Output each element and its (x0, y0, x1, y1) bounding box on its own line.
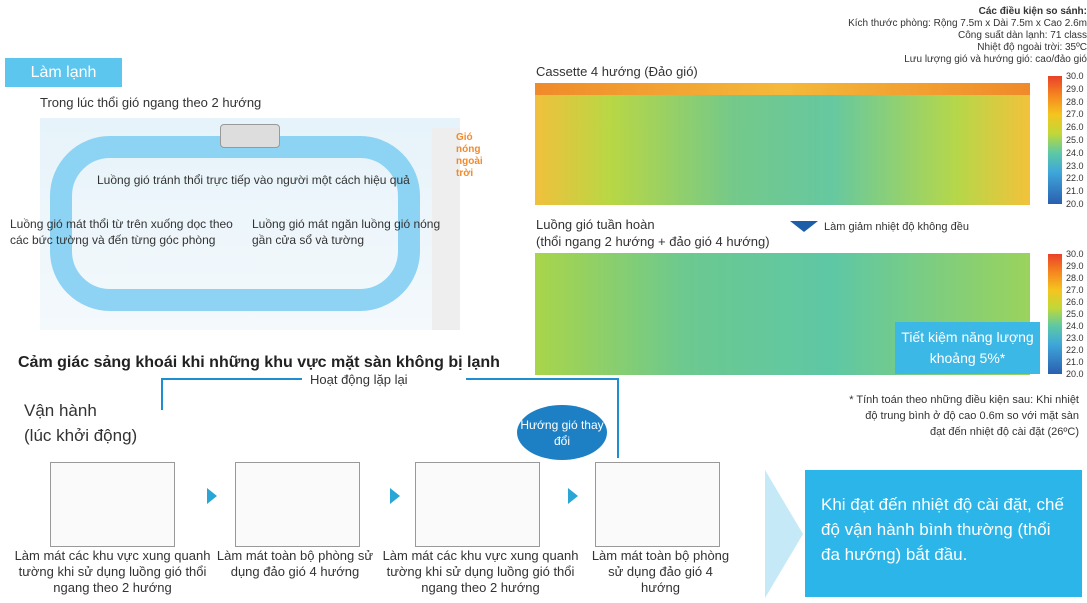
scale-label: 27.0 (1066, 109, 1084, 120)
scale-label: 22.0 (1066, 173, 1084, 184)
final-message: Khi đạt đến nhiệt độ cài đặt, chế độ vận… (805, 470, 1082, 597)
scale-label: 23.0 (1066, 333, 1084, 343)
operation-line2: (lúc khởi động) (24, 426, 138, 445)
conditions: Các điều kiện so sánh: Kích thước phòng:… (840, 0, 1087, 66)
repeat-arrow-line (617, 378, 619, 458)
color-scale-1: 30.0 29.0 28.0 27.0 26.0 25.0 24.0 23.0 22.0 21.0… (1048, 71, 1084, 209)
operation-label: Vận hành (lúc khởi động) (24, 398, 137, 448)
hot-air-label: Gió nóng ngoài trời (456, 132, 483, 179)
arrow-line (161, 378, 163, 410)
scale-label: 30.0 (1066, 249, 1084, 259)
scale-label: 28.0 (1066, 273, 1084, 283)
scale-label: 21.0 (1066, 357, 1084, 367)
color-scale-2: 30.0 29.0 28.0 27.0 26.0 25.0 24.0 23.0 22.0 21.0… (1048, 249, 1084, 379)
wind-change-bubble: Hướng gió thay đổi (517, 405, 607, 460)
conditions-title: Các điều kiện so sánh: (978, 6, 1087, 17)
heatmap-cassette (535, 83, 1030, 205)
step-caption: Làm mát toàn bộ phòng sử dụng đảo gió 4 … (591, 548, 730, 595)
wall (432, 128, 460, 330)
heatmap1-title: Cassette 4 hướng (Đảo gió) (536, 64, 698, 79)
cooling-badge: Làm lạnh (5, 58, 122, 87)
saving-line1: Tiết kiệm năng lượng (901, 329, 1034, 345)
scale-label: 29.0 (1066, 83, 1084, 94)
chevron-right-icon (568, 488, 578, 504)
condition-line: Nhiệt độ ngoài trời: 35ºC (977, 42, 1087, 53)
scale-label: 27.0 (1066, 285, 1084, 295)
scale-label: 28.0 (1066, 96, 1084, 107)
step-room-4 (595, 462, 720, 547)
airflow-loop (50, 136, 420, 311)
scale-label: 20.0 (1066, 369, 1084, 379)
scale-label: 20.0 (1066, 199, 1084, 209)
scale-label: 26.0 (1066, 122, 1084, 133)
step-room-3 (415, 462, 540, 547)
saving-box: Tiết kiệm năng lượng khoảng 5%* (895, 322, 1040, 374)
scale-label: 24.0 (1066, 147, 1084, 158)
condition-line: Công suất dàn lạnh: 71 class (958, 30, 1087, 41)
headline: Cảm giác sảng khoái khi những khu vực mặ… (18, 354, 500, 371)
scale-label: 29.0 (1066, 261, 1084, 271)
repeat-label: Hoạt động lặp lại (310, 372, 408, 387)
down-arrow-icon (790, 221, 818, 232)
scale-label: 22.0 (1066, 345, 1084, 355)
scale-label: 25.0 (1066, 309, 1084, 319)
step-caption: Làm mát các khu vực xung quanh tường khi… (14, 548, 211, 595)
heatmap2-title: Luồng gió tuần hoàn (thổi ngang 2 hướng +… (536, 216, 770, 250)
repeat-arrow-line (466, 378, 619, 380)
cassette-unit-icon (220, 124, 280, 148)
condition-line: Lưu lượng gió và hướng gió: cao/đảo gió (904, 54, 1087, 65)
left-subtitle: Trong lúc thổi gió ngang theo 2 hướng (40, 95, 262, 110)
scale-label: 25.0 (1066, 135, 1084, 145)
step-room-2 (235, 462, 360, 547)
step-caption: Làm mát toàn bộ phòng sử dụng đảo gió 4 … (216, 548, 374, 579)
heatmap2-title-line1: Luồng gió tuần hoàn (536, 217, 655, 232)
note-top: Luồng gió tránh thổi trực tiếp vào người… (97, 173, 410, 187)
heatmap2-title-line2: (thổi ngang 2 hướng + đảo gió 4 hướng) (536, 234, 770, 249)
step-room-1 (50, 462, 175, 547)
scale-label: 23.0 (1066, 160, 1084, 171)
scale-label: 21.0 (1066, 186, 1084, 197)
chevron-right-icon (207, 488, 217, 504)
saving-line2: khoảng 5%* (929, 350, 1006, 366)
step-caption: Làm mát các khu vực xung quanh tường khi… (382, 548, 579, 595)
scale-label: 24.0 (1066, 321, 1084, 331)
room-illustration: Luồng gió tránh thổi trực tiếp vào người… (10, 118, 460, 330)
scale-label: 30.0 (1066, 71, 1084, 81)
note-left: Luồng gió mát thổi từ trên xuống dọc the… (10, 217, 233, 247)
note-right: Luồng gió mát ngăn luồng gió nóng gần cử… (252, 217, 441, 247)
operation-line1: Vận hành (24, 401, 97, 420)
uneven-label: Làm giảm nhiệt độ không đều (824, 221, 969, 233)
chevron-right-icon (390, 488, 400, 504)
chevron-right-icon (765, 470, 803, 598)
scale-label: 26.0 (1066, 297, 1084, 307)
condition-line: Kích thước phòng: Rộng 7.5m x Dài 7.5m x… (848, 18, 1087, 29)
footnote: * Tính toán theo những điều kiện sau: Kh… (849, 394, 1079, 438)
arrow-line (162, 378, 302, 380)
